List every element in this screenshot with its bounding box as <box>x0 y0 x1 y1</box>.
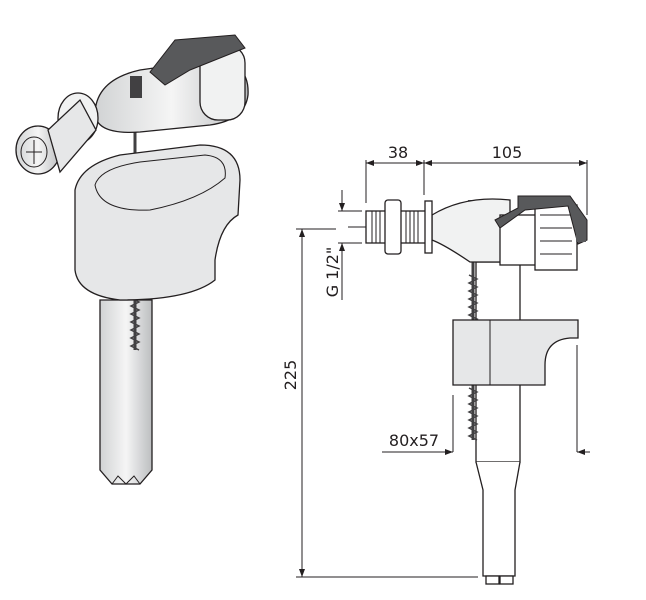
perspective-view <box>15 34 249 485</box>
float-cup <box>74 144 241 301</box>
orthographic-view: 38 105 G 1/2" 225 80x57 <box>281 143 590 585</box>
dim-height: 225 <box>281 360 300 391</box>
dim-float-size: 80x57 <box>389 431 439 450</box>
valve-head <box>94 34 249 134</box>
inlet-nipple <box>15 92 99 175</box>
dim-body-length: 105 <box>492 143 523 162</box>
lever <box>149 34 246 86</box>
ortho-lever <box>494 195 588 245</box>
dim-inlet-offset: 38 <box>388 143 408 162</box>
dim-thread: G 1/2" <box>323 247 342 298</box>
ortho-valve-body <box>431 195 588 271</box>
ortho-tube <box>475 261 521 585</box>
dimension-lines <box>296 160 590 578</box>
ortho-float <box>452 319 579 386</box>
ortho-inlet-fitting <box>348 199 433 255</box>
valve-tube <box>99 299 153 485</box>
